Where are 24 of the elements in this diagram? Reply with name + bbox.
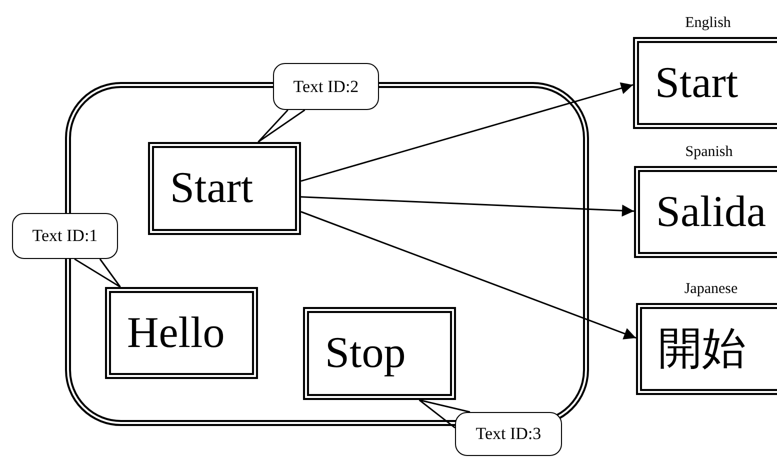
- callout-tail: [418, 399, 471, 429]
- arrow: [300, 82, 634, 182]
- label-text: Start: [170, 162, 254, 214]
- label-text: Salida: [656, 186, 766, 238]
- language-label: Japanese: [683, 281, 739, 298]
- callout-text: Text ID:3: [474, 424, 542, 444]
- arrow: [300, 211, 636, 340]
- callout-bubble: [12, 213, 118, 259]
- arrow: [300, 196, 634, 217]
- text-box: [303, 307, 456, 400]
- callout-text: Text ID:2: [292, 76, 360, 96]
- text-box: [148, 142, 301, 235]
- callout-text: Text ID:1: [31, 226, 99, 246]
- text-box: [105, 287, 258, 379]
- language-label: English: [684, 15, 732, 32]
- callout-bubble: [455, 412, 562, 456]
- callout-tail: [74, 258, 122, 288]
- label-text: Start: [655, 57, 738, 109]
- label-text: 開始: [658, 323, 746, 375]
- callout-tail: [257, 109, 306, 143]
- callout-bubble: [273, 63, 379, 110]
- language-label: Spanish: [684, 144, 734, 161]
- label-text: Hello: [127, 307, 225, 359]
- label-text: Stop: [325, 327, 406, 379]
